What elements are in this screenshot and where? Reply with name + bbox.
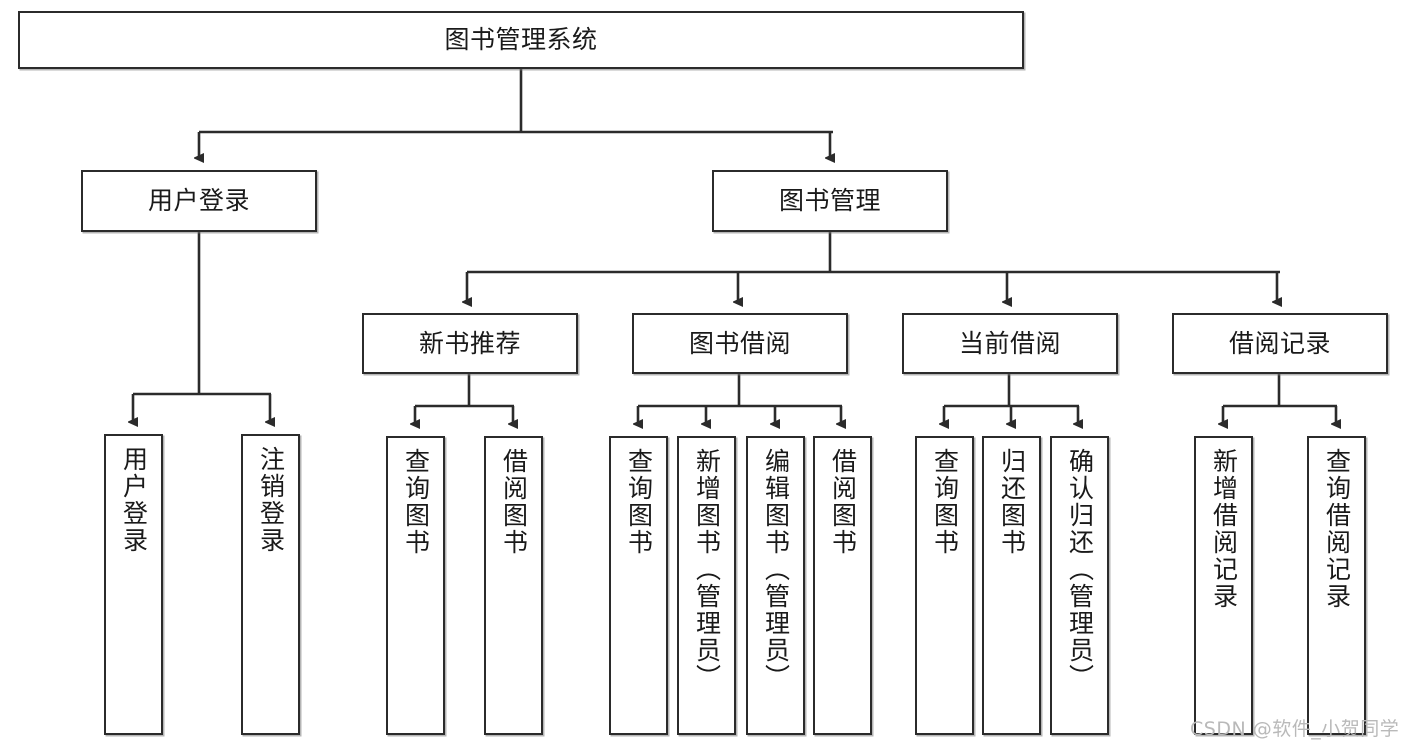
node-label: 借阅记录 <box>1228 328 1331 358</box>
node-borrow-record[interactable]: 借阅记录 <box>1172 313 1388 374</box>
leaf-user-login-login[interactable]: 用户登录 <box>104 434 163 735</box>
leaf-current-borrow-query-book[interactable]: 查询图书 <box>915 436 974 735</box>
leaf-new-book-query-book[interactable]: 查询图书 <box>386 436 445 735</box>
node-current-borrow[interactable]: 当前借阅 <box>902 313 1118 374</box>
node-root-system[interactable]: 图书管理系统 <box>18 11 1024 69</box>
csdn-watermark: CSDN @软件_小贺同学 <box>1190 718 1400 740</box>
leaf-user-login-logout[interactable]: 注销登录 <box>241 434 300 735</box>
leaf-new-book-borrow-book[interactable]: 借阅图书 <box>484 436 543 735</box>
node-label: 图书管理 <box>778 186 881 216</box>
node-user-login[interactable]: 用户登录 <box>81 170 317 232</box>
node-label: 新增借阅记录 <box>1209 448 1239 610</box>
leaf-book-borrow-query-book[interactable]: 查询图书 <box>609 436 668 735</box>
leaf-book-borrow-add-book[interactable]: 新增图书（管理员） <box>677 436 736 735</box>
node-label: 注销登录 <box>256 446 286 554</box>
node-label: 查询图书 <box>624 448 654 556</box>
node-label: 图书借阅 <box>688 328 791 358</box>
leaf-borrow-record-query-record[interactable]: 查询借阅记录 <box>1307 436 1366 735</box>
node-book-management[interactable]: 图书管理 <box>712 170 948 232</box>
node-new-book-recommend[interactable]: 新书推荐 <box>362 313 578 374</box>
leaf-current-borrow-confirm-return[interactable]: 确认归还（管理员） <box>1050 436 1109 735</box>
node-label: 新增图书（管理员） <box>692 448 722 691</box>
leaf-current-borrow-return-book[interactable]: 归还图书 <box>982 436 1041 735</box>
node-label: 用户登录 <box>119 446 149 554</box>
node-label: 确认归还（管理员） <box>1065 448 1095 691</box>
node-label: 编辑图书（管理员） <box>761 448 791 691</box>
node-label: 当前借阅 <box>958 328 1061 358</box>
node-label: 查询图书 <box>401 448 431 556</box>
node-label: 借阅图书 <box>499 448 529 556</box>
node-label: 借阅图书 <box>828 448 858 556</box>
node-label: 查询图书 <box>930 448 960 556</box>
leaf-book-borrow-edit-book[interactable]: 编辑图书（管理员） <box>746 436 805 735</box>
node-label: 归还图书 <box>997 448 1027 556</box>
node-label: 用户登录 <box>147 186 250 216</box>
node-book-borrow[interactable]: 图书借阅 <box>632 313 848 374</box>
node-label: 查询借阅记录 <box>1322 448 1352 610</box>
node-label: 图书管理系统 <box>444 25 598 55</box>
leaf-book-borrow-borrow-book[interactable]: 借阅图书 <box>813 436 872 735</box>
leaf-borrow-record-add-record[interactable]: 新增借阅记录 <box>1194 436 1253 735</box>
node-label: 新书推荐 <box>418 328 521 358</box>
